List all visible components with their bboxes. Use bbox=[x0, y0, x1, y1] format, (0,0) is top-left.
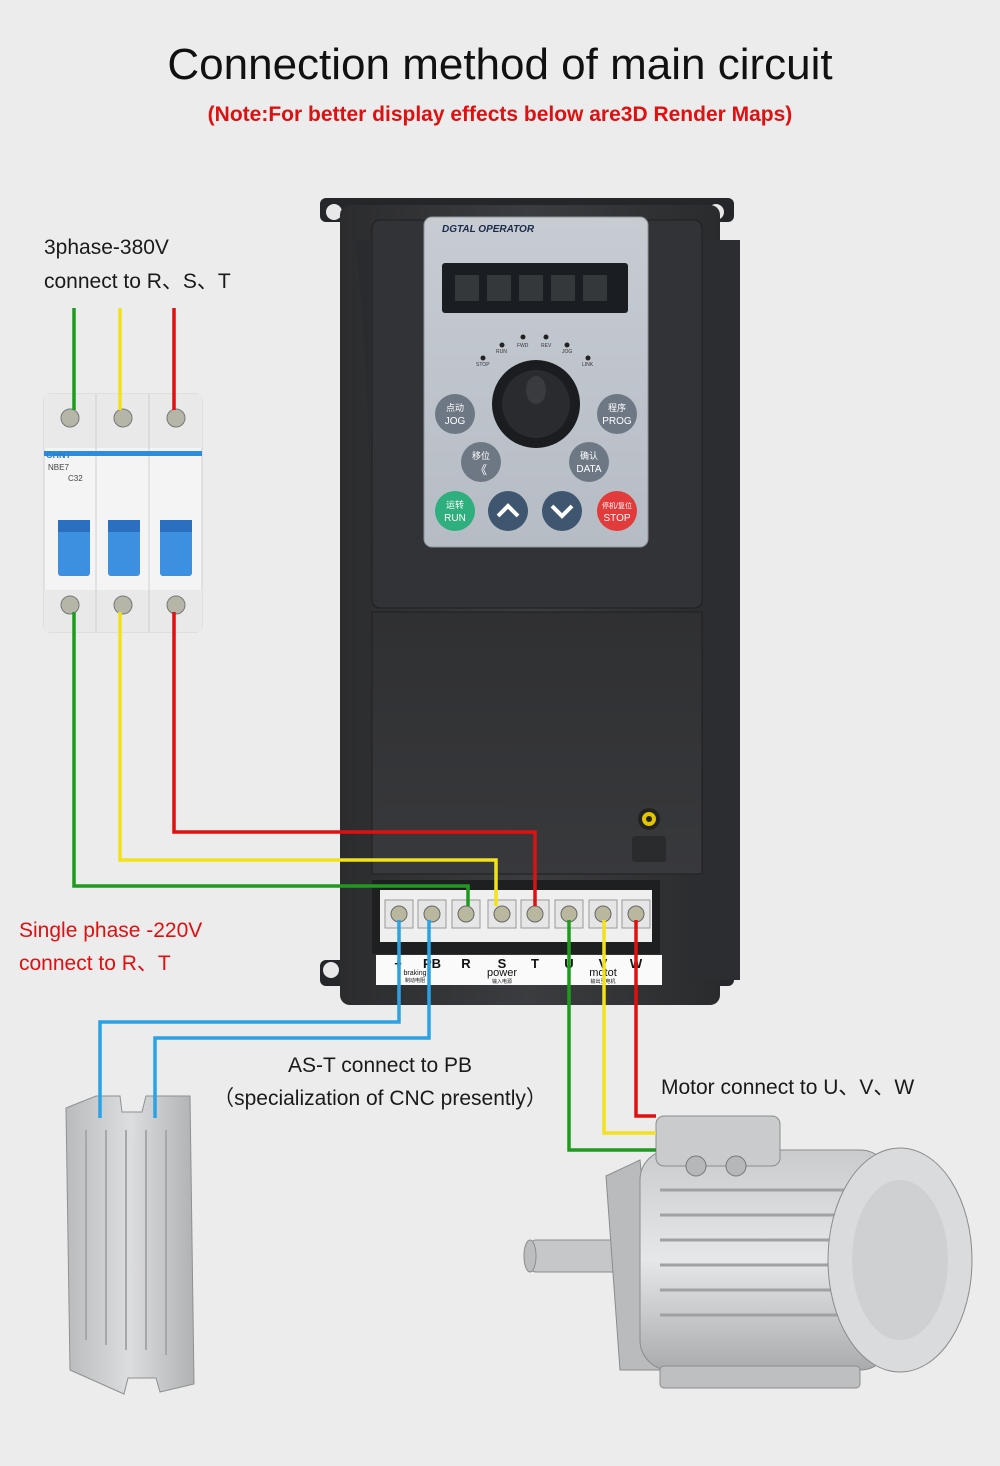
breaker-brand: CHNT bbox=[46, 450, 71, 460]
three-phase-line1: 3phase-380V bbox=[44, 236, 169, 259]
breaker-top-screws bbox=[60, 408, 186, 428]
shift-button-label: 《 bbox=[475, 463, 487, 477]
panel-title: DGTAL OPERATOR bbox=[442, 224, 535, 235]
wire-blue-pb bbox=[153, 920, 431, 1118]
wire-red-to-t bbox=[172, 612, 537, 906]
data-button[interactable]: 确认 DATA bbox=[569, 442, 609, 482]
run-button[interactable]: 运转 RUN bbox=[435, 491, 475, 531]
indicator-rev: REV bbox=[541, 343, 552, 349]
wire-motor-u bbox=[567, 920, 656, 1152]
indicator-fwd: FWD bbox=[517, 343, 529, 349]
run-button-cn: 运转 bbox=[446, 499, 464, 510]
group-braking-cn: 制动电阻 bbox=[405, 977, 425, 984]
indicator-lights: RUN FWD REV JOG STOP LINK bbox=[476, 334, 594, 368]
group-power-label: power bbox=[487, 967, 517, 979]
led-display bbox=[442, 263, 628, 313]
inverter: DGTAL OPERATOR RUN FWD REV JOG STOP LINK bbox=[320, 198, 740, 1005]
terminal-screws bbox=[384, 899, 651, 929]
single-phase-label: Single phase -220V connect to R、T bbox=[19, 914, 202, 980]
single-phase-line2: connect to R、T bbox=[19, 952, 171, 975]
terminal-s: S bbox=[498, 956, 507, 971]
render-note: (Note:For better display effects below a… bbox=[207, 103, 793, 126]
breaker-bottom-screws bbox=[60, 595, 186, 615]
run-button-label: RUN bbox=[444, 513, 466, 524]
stop-button-cn: 停机/复位 bbox=[602, 501, 632, 510]
group-braking-label: braking bbox=[404, 970, 427, 977]
single-phase-line1: Single phase -220V bbox=[19, 919, 203, 942]
ast-label: AS-T connect to PB （specialization of CN… bbox=[210, 1049, 550, 1115]
jog-button[interactable]: 点动 JOG bbox=[435, 394, 475, 434]
indicator-run: RUN bbox=[496, 349, 507, 355]
terminal-pb: PB bbox=[423, 956, 441, 971]
wires bbox=[72, 308, 656, 1152]
terminal-t: T bbox=[531, 956, 539, 971]
wire-yellow-to-s bbox=[118, 612, 498, 906]
prog-button-label: PROG bbox=[602, 416, 632, 427]
wire-green-to-r bbox=[72, 612, 470, 906]
ast-line2: （specialization of CNC presently） bbox=[213, 1087, 547, 1110]
indicator-stop: STOP bbox=[476, 362, 490, 368]
circuit-breaker: CHNT NBE7 C32 bbox=[43, 393, 203, 633]
jog-button-cn: 点动 bbox=[446, 403, 464, 413]
indicator-link: LINK bbox=[582, 362, 594, 368]
chevron-down-icon bbox=[550, 504, 574, 519]
stop-button-label: STOP bbox=[603, 513, 630, 524]
group-power-cn: 输入电源 bbox=[492, 978, 512, 985]
shift-button-cn: 移位 bbox=[472, 450, 490, 461]
ast-line1: AS-T connect to PB bbox=[287, 1054, 473, 1077]
stop-button[interactable]: 停机/复位 STOP bbox=[597, 491, 637, 531]
down-button[interactable] bbox=[542, 491, 582, 531]
wire-blue-plus bbox=[98, 920, 401, 1118]
breaker-rating: C32 bbox=[68, 474, 83, 483]
indicator-jog: JOG bbox=[562, 349, 572, 355]
chevron-up-icon bbox=[496, 503, 520, 518]
three-phase-label: 3phase-380V connect to R、S、T bbox=[44, 231, 231, 299]
data-button-label: DATA bbox=[576, 464, 602, 475]
shift-button[interactable]: 移位 《 bbox=[461, 442, 501, 482]
motor bbox=[523, 1115, 973, 1389]
braking-resistor bbox=[65, 1095, 195, 1395]
motor-label: Motor connect to U、V、W bbox=[661, 1076, 915, 1099]
wire-motor-w bbox=[634, 920, 656, 1118]
page-title: Connection method of main circuit bbox=[167, 40, 833, 89]
terminal-r: R bbox=[461, 956, 471, 971]
data-button-cn: 确认 bbox=[580, 450, 598, 461]
prog-button[interactable]: 程序 PROG bbox=[597, 394, 637, 434]
three-phase-line2: connect to R、S、T bbox=[44, 270, 231, 293]
up-button[interactable] bbox=[488, 491, 528, 531]
jog-button-label: JOG bbox=[445, 416, 466, 427]
prog-button-cn: 程序 bbox=[608, 402, 626, 413]
breaker-model: NBE7 bbox=[48, 463, 69, 472]
wire-motor-v bbox=[602, 920, 656, 1135]
